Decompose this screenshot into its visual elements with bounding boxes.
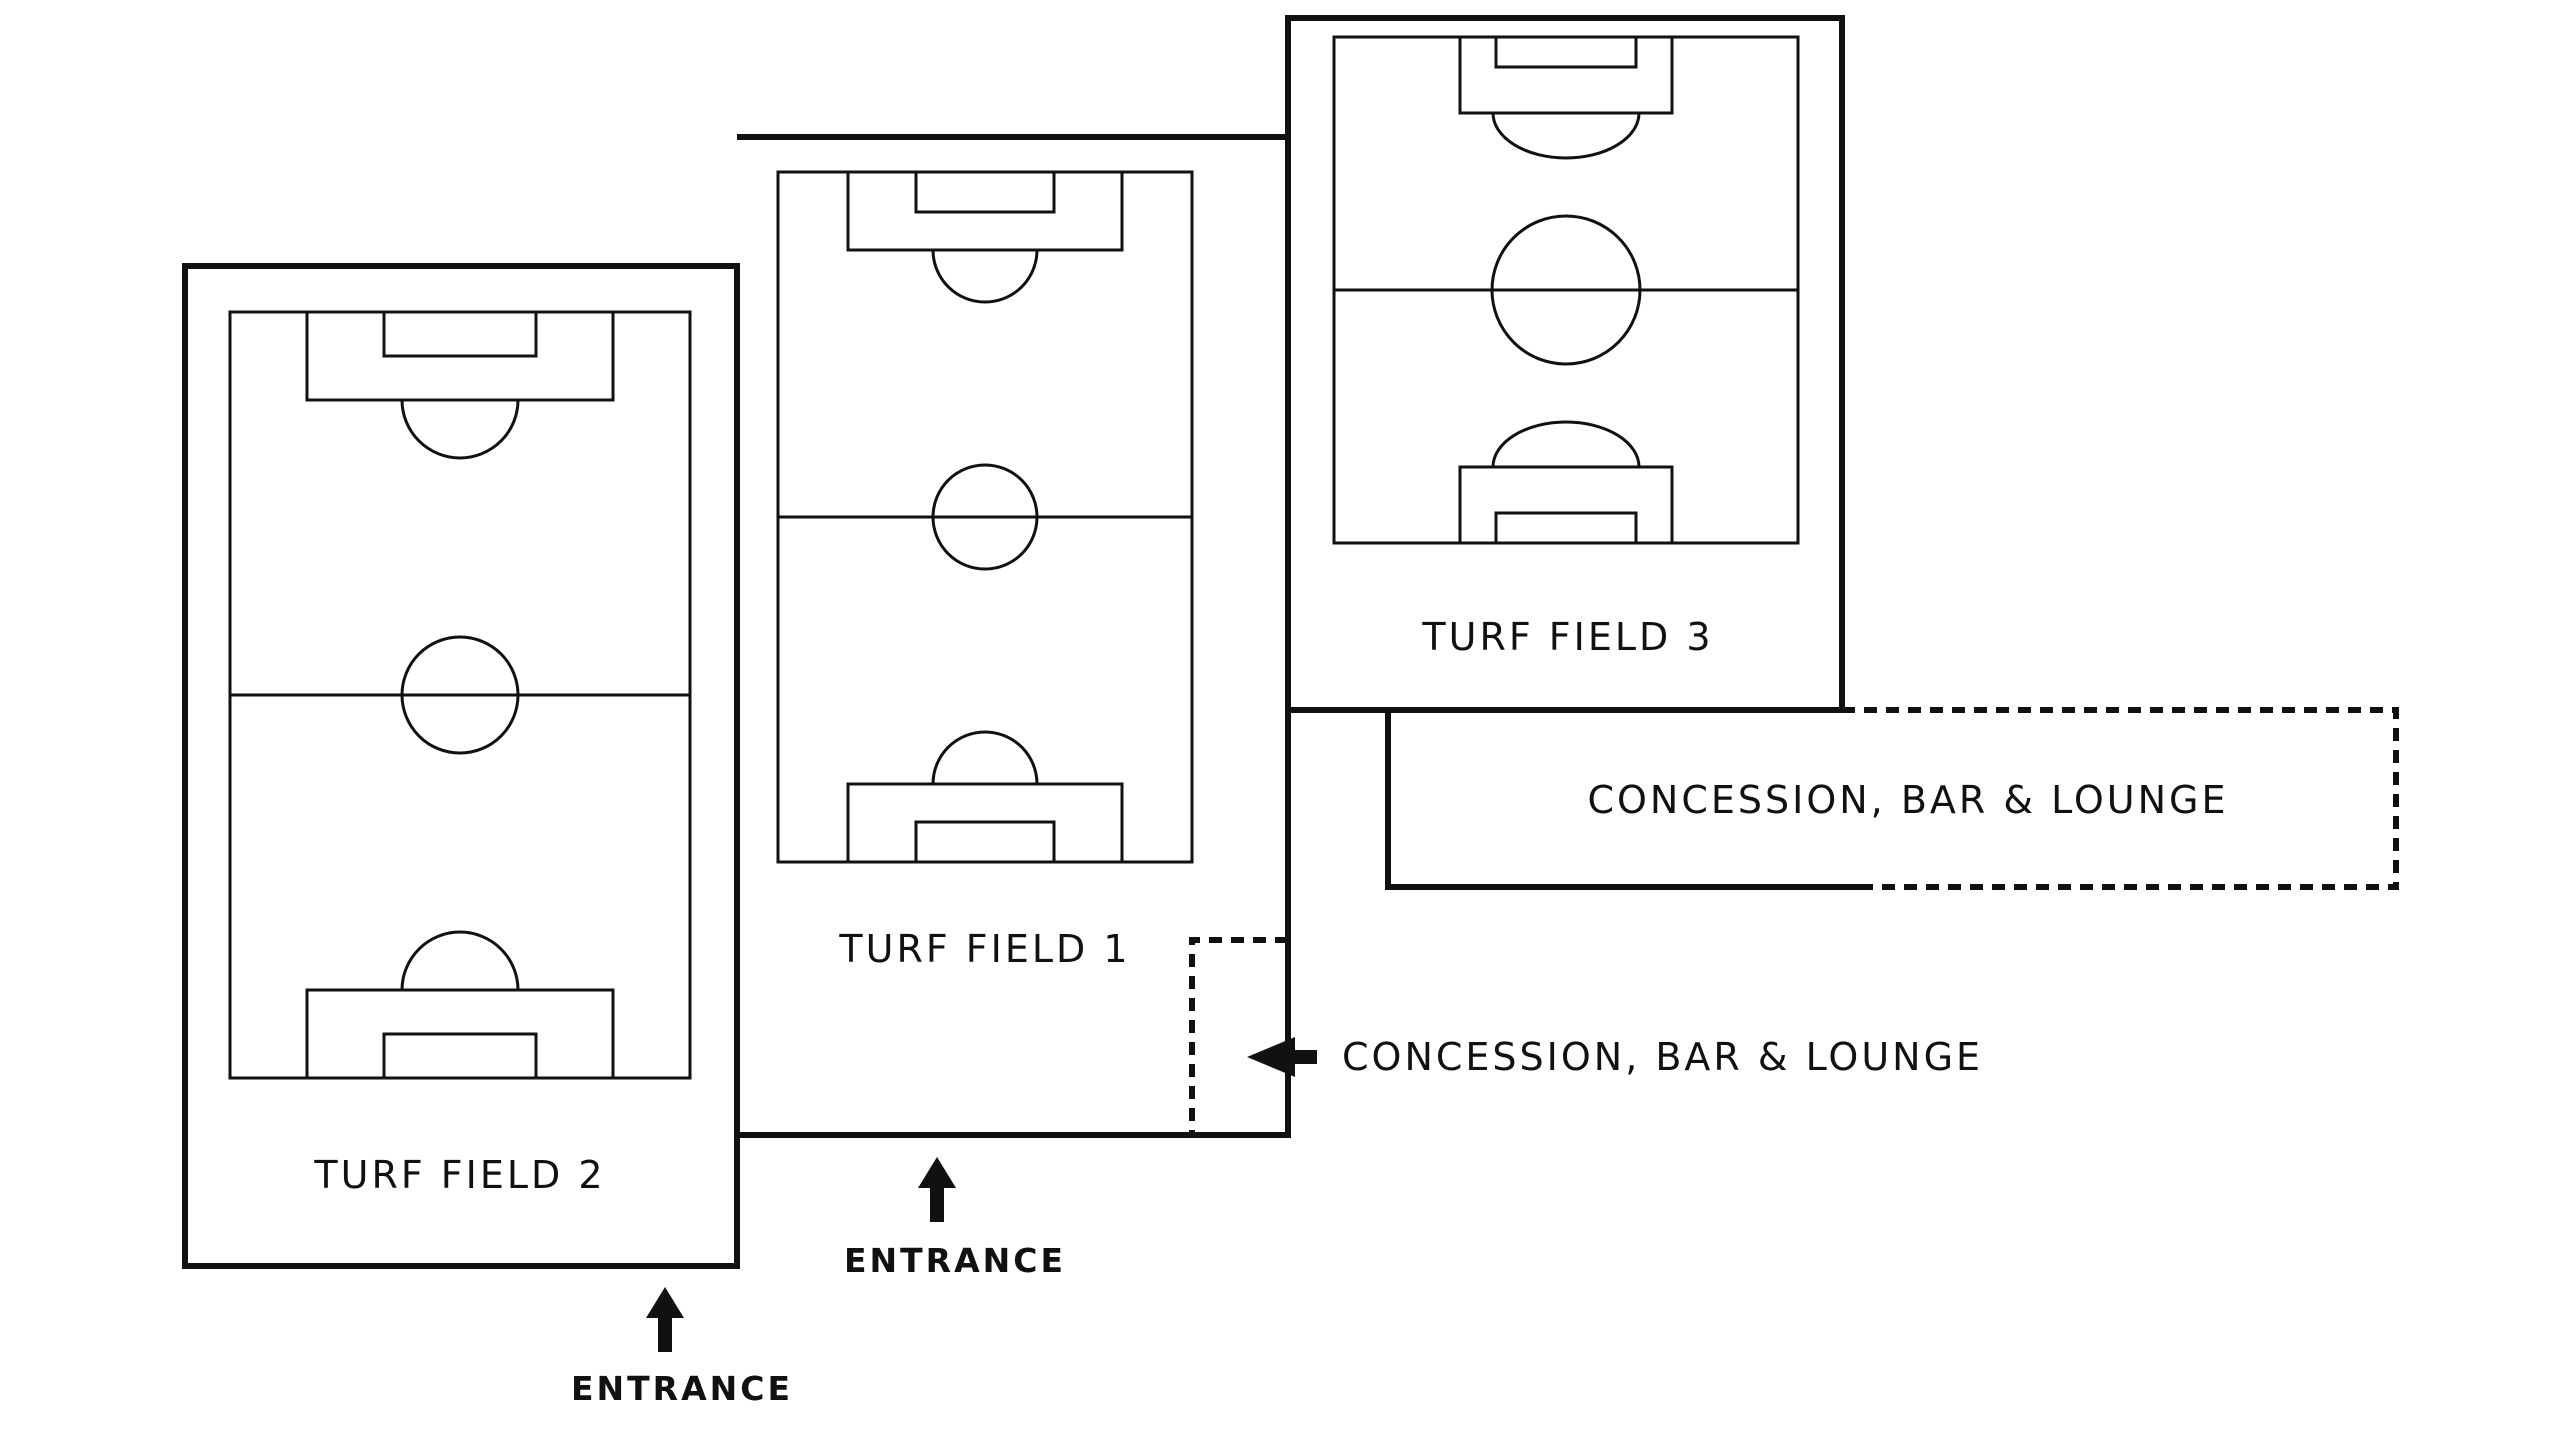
field-1-pitch <box>776 170 1194 864</box>
field-2-pitch <box>228 310 692 1080</box>
arrow-up-icon <box>646 1287 684 1352</box>
concession-inner-area <box>1189 937 1288 1135</box>
field-2-label: TURF FIELD 2 <box>313 1153 605 1197</box>
turf-field-1: TURF FIELD 1 <box>737 134 1291 1138</box>
entrance-left-label: ENTRANCE <box>571 1369 793 1408</box>
entrance-left: ENTRANCE <box>571 1287 793 1408</box>
arrow-up-icon <box>918 1157 956 1222</box>
entrance-middle: ENTRANCE <box>844 1157 1066 1280</box>
field-3-pitch <box>1332 35 1800 545</box>
entrance-middle-label: ENTRANCE <box>844 1241 1066 1280</box>
concession-main-label: CONCESSION, BAR & LOUNGE <box>1587 778 2228 822</box>
field-1-label: TURF FIELD 1 <box>838 927 1130 971</box>
field-3-label: TURF FIELD 3 <box>1421 615 1713 659</box>
concession-arrow-icon <box>1247 1037 1317 1077</box>
concession-side-label: CONCESSION, BAR & LOUNGE <box>1342 1035 1983 1079</box>
turf-field-2: TURF FIELD 2 <box>182 263 740 1269</box>
concession-area-main: CONCESSION, BAR & LOUNGE <box>1385 707 2399 890</box>
turf-field-3: TURF FIELD 3 <box>1285 15 1845 713</box>
